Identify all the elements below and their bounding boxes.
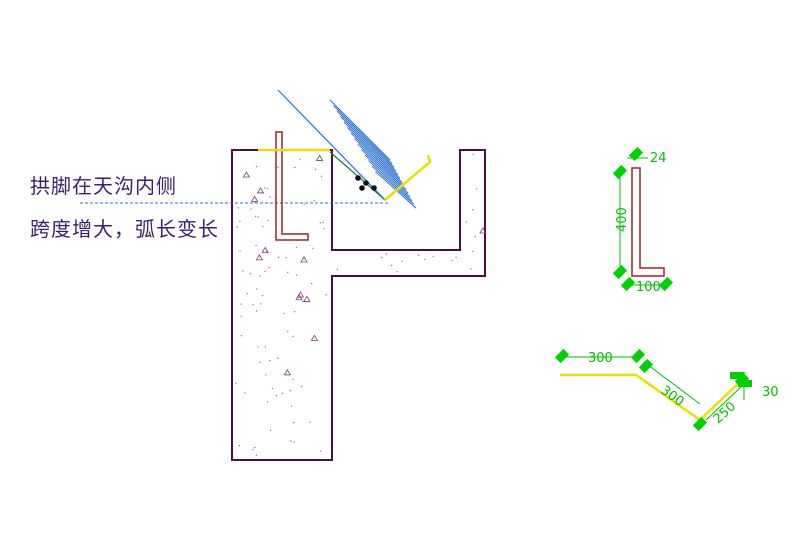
- dim-gutter-slope-left: 300: [658, 383, 687, 410]
- dim-gutter-flat: 300: [588, 351, 613, 366]
- dim-gutter-slope-right: 250: [711, 399, 739, 427]
- bolt-icon: [355, 175, 361, 181]
- dim-angle-top: 24: [650, 151, 667, 166]
- annotation-line-1: 拱脚在天沟内侧: [30, 174, 177, 198]
- bolt-icon: [371, 185, 377, 191]
- annotation-line-2: 跨度增大，弧长变长: [30, 217, 219, 241]
- dim-gutter-lip: 30: [762, 385, 779, 400]
- concrete-section: [231, 149, 487, 461]
- roof-hatch-lines: [329, 99, 417, 209]
- dim-angle-vertical: 400: [615, 207, 630, 232]
- gutter-flashing-detail: 300 300 250 30: [554, 348, 779, 432]
- roof-panel: [277, 89, 432, 209]
- bolt-icon: [363, 180, 369, 186]
- angle-steel-detail: 24 400 100: [612, 146, 674, 295]
- dim-angle-bottom: 100: [636, 280, 661, 295]
- bolt-icon: [359, 185, 365, 191]
- embedded-angle-steel: [275, 131, 309, 241]
- concrete-speckle-pattern: [235, 153, 487, 456]
